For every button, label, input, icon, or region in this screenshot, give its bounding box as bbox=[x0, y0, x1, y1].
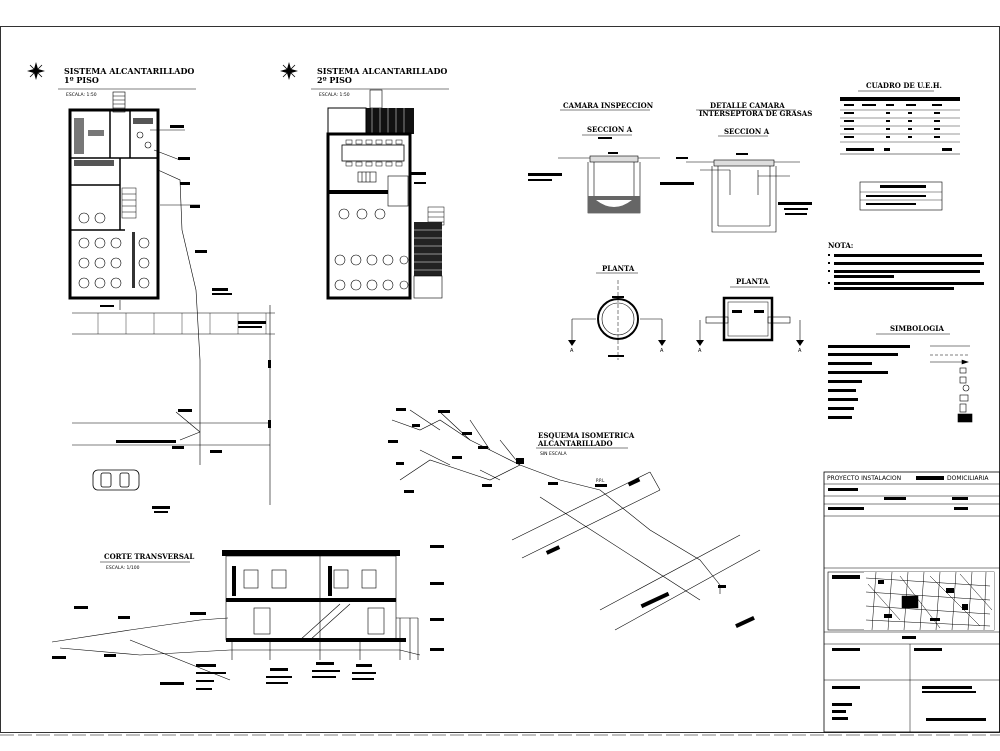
grease-title-1: DETALLE CAMARA bbox=[710, 101, 785, 110]
plan2-scale: ESCALA: 1:50 bbox=[319, 92, 350, 98]
chamber-title: CAMARA INSPECCION bbox=[563, 101, 654, 110]
iso-title-2: ALCANTARILLADO bbox=[537, 439, 613, 448]
ueh-title: CUADRO DE U.E.H. bbox=[866, 81, 942, 90]
floor-plan-1: SISTEMA ALCANTARILLADO 1º PISO ESCALA: 1… bbox=[27, 62, 232, 430]
section-scale: ESCALA: 1/100 bbox=[106, 565, 140, 571]
location-map bbox=[827, 571, 995, 631]
chamber-plan-circle bbox=[571, 280, 663, 360]
iso-ppl-label: P.P.L bbox=[596, 478, 605, 483]
grease-plan-box bbox=[699, 296, 801, 342]
symbols-title: SIMBOLOGIA bbox=[890, 324, 944, 333]
north-arrow-icon bbox=[280, 62, 298, 80]
iso-scale: SIN ESCALA bbox=[540, 451, 568, 457]
chamber-cut-a-left: A bbox=[570, 348, 574, 354]
isometric-scheme: ESQUEMA ISOMETRICA ALCANTARILLADO SIN ES… bbox=[388, 408, 761, 631]
grease-trap-detail: DETALLE CAMARA INTERSEPTORA DE GRASAS SE… bbox=[660, 101, 812, 354]
chamber-plan: PLANTA bbox=[602, 264, 635, 273]
chamber-cut-a-right: A bbox=[660, 348, 664, 354]
section-title: CORTE TRANSVERSAL bbox=[104, 552, 194, 561]
plan2-title: SISTEMA ALCANTARILLADO bbox=[317, 66, 447, 76]
title-block: PROYECTO INSTALACION DOMICILIARIA bbox=[823, 471, 1000, 733]
grease-cut-a-right: A bbox=[798, 348, 802, 354]
plan2-floor: 2º PISO bbox=[317, 75, 352, 85]
notes-title: NOTA: bbox=[828, 241, 853, 250]
ueh-table: CUADRO DE U.E.H. bbox=[840, 81, 960, 211]
plan1-scale: ESCALA: 1:50 bbox=[66, 92, 97, 98]
grease-section: SECCION A bbox=[724, 127, 770, 136]
iso-title-1: ESQUEMA ISOMETRICA bbox=[538, 431, 635, 440]
project-label: PROYECTO INSTALACION bbox=[827, 475, 901, 482]
chamber-section: SECCION A bbox=[587, 125, 633, 134]
north-arrow-icon bbox=[27, 62, 45, 80]
grease-plan: PLANTA bbox=[736, 277, 769, 286]
plan1-title: SISTEMA ALCANTARILLADO bbox=[64, 66, 194, 76]
project-suffix: DOMICILIARIA bbox=[947, 475, 989, 482]
notes-block: NOTA: bbox=[828, 241, 984, 290]
grease-cut-a-left: A bbox=[698, 348, 702, 354]
grease-title-2: INTERSEPTORA DE GRASAS bbox=[699, 109, 812, 118]
floor-plan-2: SISTEMA ALCANTARILLADO 2º PISO ESCALA: 1… bbox=[280, 62, 449, 300]
inspection-chamber-detail: CAMARA INSPECCION SECCION A PLANTA A bbox=[528, 101, 666, 360]
car-icon bbox=[92, 469, 140, 491]
symbols-legend: SIMBOLOGIA bbox=[828, 324, 973, 423]
plan1-floor: 1º PISO bbox=[64, 75, 99, 85]
street-layout bbox=[72, 305, 275, 505]
cross-section: CORTE TRANSVERSAL ESCALA: 1/100 bbox=[51, 545, 444, 690]
